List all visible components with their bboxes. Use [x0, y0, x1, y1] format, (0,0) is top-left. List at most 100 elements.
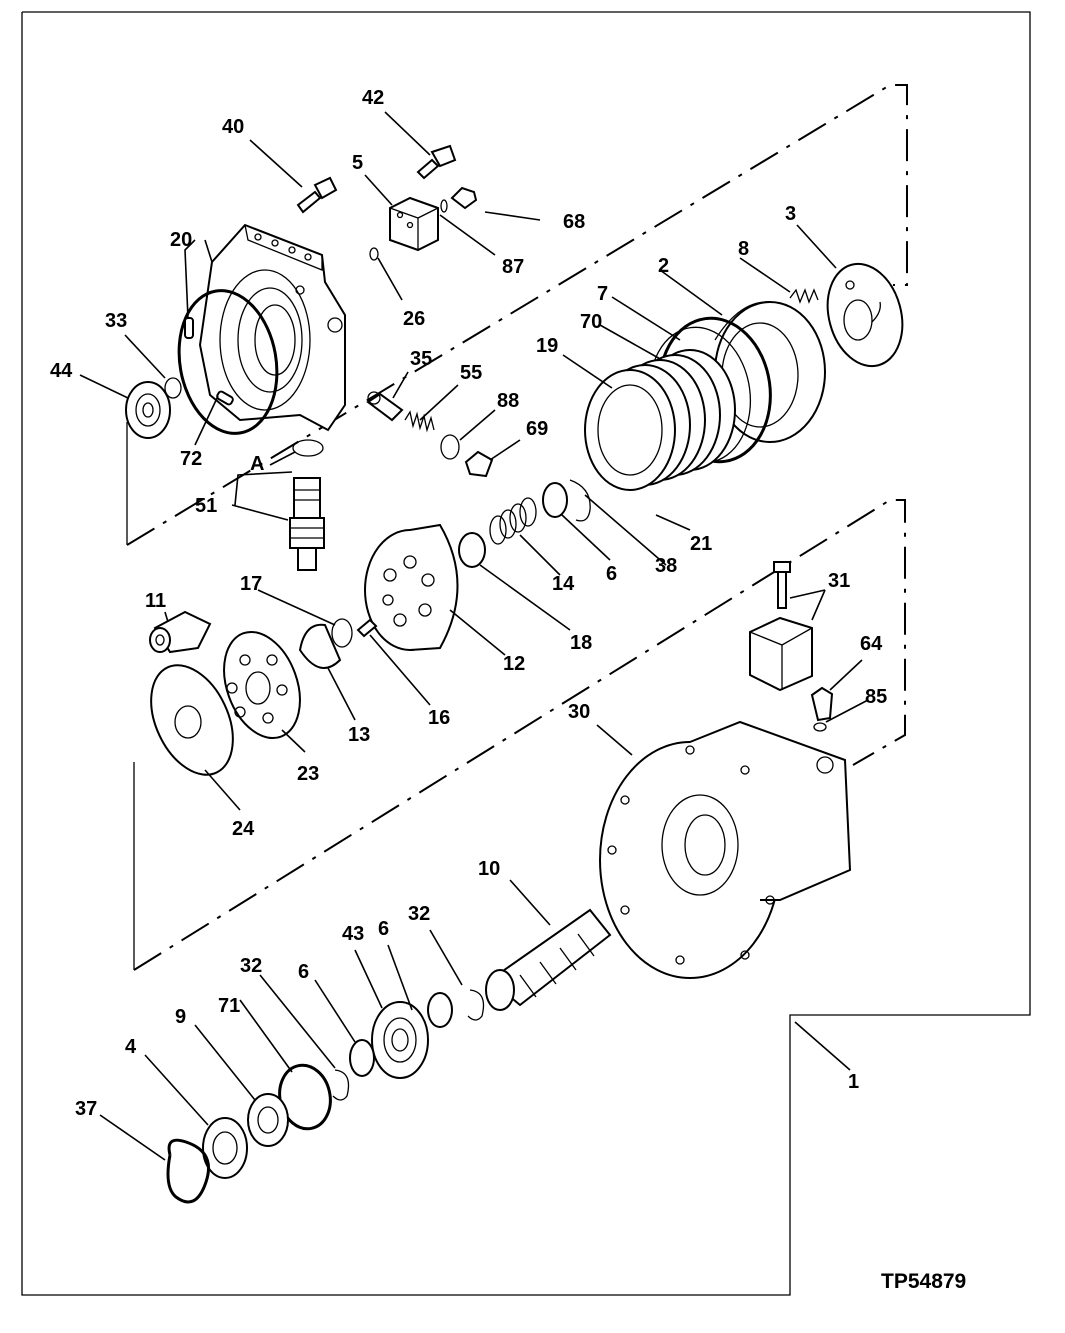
o-ring-85: [813, 722, 827, 732]
callout-32-lower: 32: [240, 955, 262, 977]
callout-33: 33: [105, 310, 127, 332]
callout-87: 87: [502, 256, 524, 278]
ring-17: [331, 618, 353, 648]
valve-block-5: [389, 196, 439, 252]
snap-ring-38: [569, 479, 591, 522]
piston-11: [149, 610, 212, 654]
valve-31: [749, 561, 813, 692]
callout-6-mid: 6: [378, 918, 389, 940]
pin-16: [356, 618, 378, 638]
ring-6-upper: [542, 482, 568, 518]
shaft-10: [485, 908, 612, 1011]
callout-11: 11: [145, 590, 166, 612]
assembly-bracket-outline: [21, 11, 1031, 1296]
ring-33: [164, 377, 182, 399]
bolt-42: [416, 144, 457, 180]
callout-69: 69: [526, 418, 548, 440]
callout-21: 21: [690, 533, 712, 555]
ring-6-lower: [349, 1039, 375, 1077]
collar-18: [458, 532, 486, 568]
callout-68: 68: [563, 211, 585, 233]
pin-20: [184, 317, 234, 406]
callout-10: 10: [478, 858, 500, 880]
callout-a: A: [250, 453, 264, 475]
callout-70: 70: [580, 311, 602, 333]
callout-72: 72: [180, 448, 202, 470]
o-ring-72: [177, 289, 279, 435]
housing-30: [599, 720, 852, 979]
callout-19: 19: [536, 335, 558, 357]
valve-plate-3: [826, 262, 904, 368]
callout-16: 16: [428, 707, 450, 729]
plug-69: [464, 450, 494, 478]
friction-plates-19-21: [584, 349, 736, 491]
bearing-43: [371, 1001, 429, 1079]
callout-40: 40: [222, 116, 244, 138]
plug-64: [810, 686, 834, 722]
callout-13: 13: [348, 724, 370, 746]
callout-35: 35: [410, 348, 432, 370]
plug-68: [450, 186, 478, 210]
callout-37: 37: [75, 1098, 97, 1120]
bearing-4: [202, 1117, 248, 1179]
snap-ring-32-lower: [332, 1069, 350, 1101]
callout-23: 23: [297, 763, 319, 785]
alignment-line-upper: [126, 84, 908, 546]
callout-2: 2: [658, 255, 669, 277]
callout-64: 64: [860, 633, 883, 655]
bearing-44: [125, 381, 171, 439]
callout-17: 17: [240, 573, 262, 595]
swash-plate-24: [150, 664, 234, 776]
snap-ring-37: [166, 1138, 210, 1204]
spring-14: [489, 497, 537, 545]
spring-8: [789, 288, 819, 304]
callout-6-lower: 6: [298, 961, 309, 983]
callout-26: 26: [403, 308, 425, 330]
callout-85: 85: [865, 686, 887, 708]
valve-35: [366, 391, 404, 422]
alignment-line-lower: [133, 499, 906, 971]
motor-housing: [198, 223, 346, 432]
callout-4: 4: [125, 1036, 137, 1058]
callout-43: 43: [342, 923, 364, 945]
bearing-9: [247, 1093, 289, 1147]
callout-55: 55: [460, 362, 482, 384]
callout-44: 44: [50, 360, 73, 382]
callout-71: 71: [218, 995, 240, 1017]
callout-3: 3: [785, 203, 796, 225]
callout-14: 14: [552, 573, 575, 595]
bolt-40: [296, 176, 338, 214]
callout-7: 7: [597, 283, 608, 305]
callout-88: 88: [497, 390, 519, 412]
callout-20: 20: [170, 229, 192, 251]
callout-1: 1: [848, 1071, 859, 1093]
callout-5: 5: [352, 152, 363, 174]
callout-32-upper: 32: [408, 903, 430, 925]
callout-12: 12: [503, 653, 525, 675]
callout-18: 18: [570, 632, 592, 654]
spring-55: [404, 410, 435, 433]
o-ring-87: [440, 199, 448, 213]
o-ring-88: [440, 434, 460, 460]
callout-24: 24: [232, 818, 255, 840]
callout-51: 51: [195, 495, 217, 517]
callout-8: 8: [738, 238, 749, 260]
cylinder-block-12: [364, 523, 459, 651]
spherical-bushing-13: [298, 623, 342, 669]
ring-6-mid: [427, 992, 453, 1028]
callout-30: 30: [568, 701, 590, 723]
callout-42: 42: [362, 87, 384, 109]
snap-ring-32-upper: [467, 989, 485, 1021]
cartridge-51: [289, 477, 325, 571]
o-ring-26: [369, 247, 379, 261]
callout-labels: 42 40 5 68 87 26 20 33 44 72 35 55 88 69…: [50, 87, 966, 1293]
leader-lines: [79, 111, 869, 1161]
piston-shoe-23: [223, 630, 301, 740]
callout-31: 31: [828, 570, 850, 592]
callout-9: 9: [175, 1006, 186, 1028]
drawing-reference: TP54879: [881, 1270, 966, 1293]
callout-6-upper: 6: [606, 563, 617, 585]
o-ring-a: [292, 439, 324, 457]
